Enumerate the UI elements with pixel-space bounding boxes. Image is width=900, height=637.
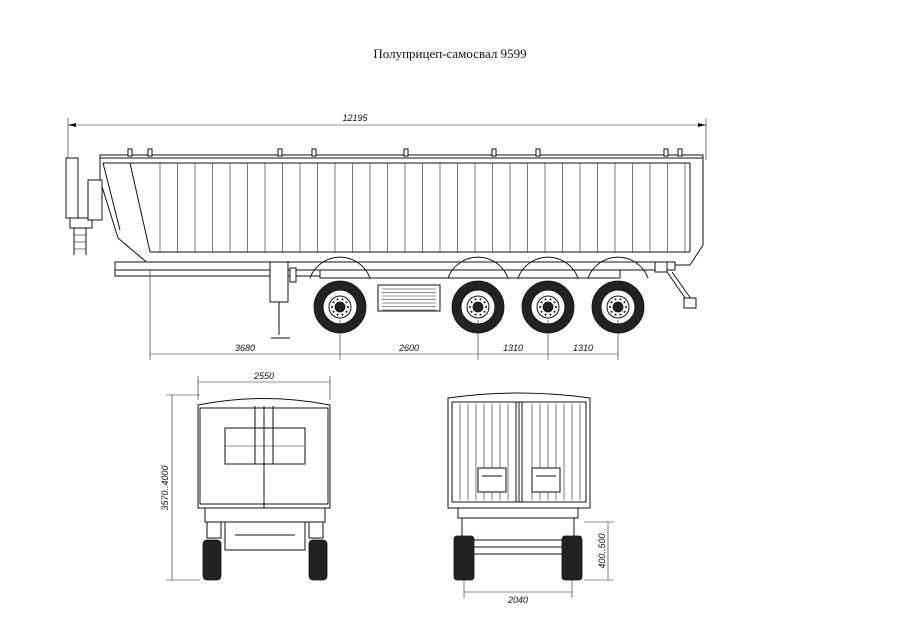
dim-width: 2550 — [253, 371, 274, 381]
wheel — [447, 256, 509, 334]
landing-gear — [269, 261, 297, 339]
side-box — [377, 284, 441, 312]
wheel — [587, 256, 649, 334]
dim-overall-length: 12195 — [67, 113, 707, 160]
front-view: 2550 3570..4000 — [160, 371, 331, 581]
front-ladder — [65, 157, 103, 255]
rear-view: 2040 400..500 — [447, 392, 614, 605]
rear-underrun — [654, 261, 697, 309]
page-title: Полуприцеп-самосвал 9599 — [373, 46, 527, 61]
dim-rear-height: 400..500 — [597, 533, 607, 568]
dim-front-to-axle: 3680 — [235, 343, 255, 353]
dim-track: 2040 — [507, 595, 528, 605]
chassis-frame — [114, 261, 676, 279]
dim-overall-length-label: 12195 — [342, 113, 368, 123]
side-view: 12195 — [65, 113, 707, 360]
axle-dimensions: 3680 2600 1310 1310 — [149, 270, 619, 360]
wheel — [517, 256, 579, 334]
dim-axle-spacing-2: 1310 — [503, 343, 523, 353]
dim-height: 3570..4000 — [160, 465, 170, 510]
tipper-body — [99, 148, 704, 266]
dim-axle-spacing-1: 2600 — [398, 343, 419, 353]
dim-axle-spacing-3: 1310 — [573, 343, 593, 353]
